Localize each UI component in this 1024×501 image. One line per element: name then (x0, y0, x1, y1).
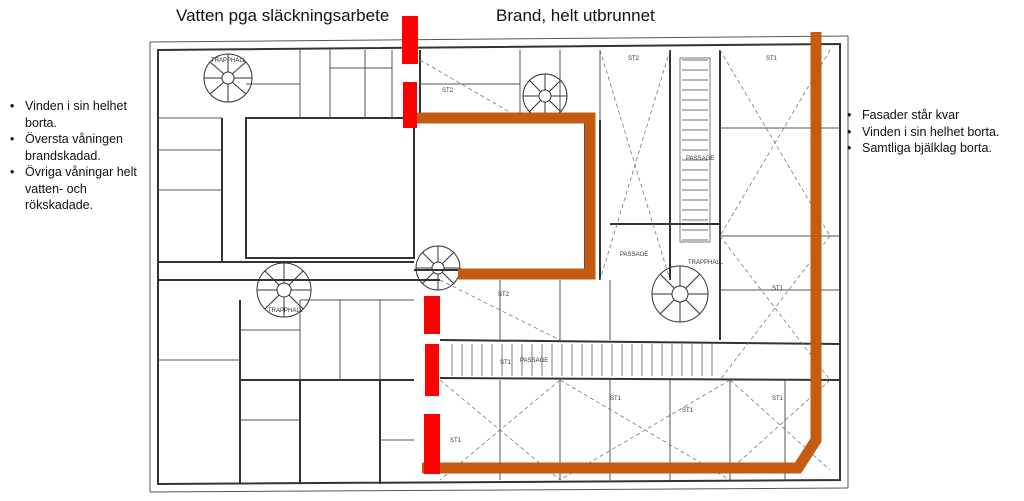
plan-label-st2: ST2 (628, 56, 640, 62)
water-boundary-mark (402, 16, 418, 64)
note-item: Vinden i sin helhet borta. (8, 98, 153, 131)
plan-label-trapphall: TRAPPHALL (268, 308, 304, 314)
plan-label-st1: ST1 (772, 396, 784, 402)
water-boundary-mark (424, 414, 440, 474)
plan-label-st1: ST1 (766, 56, 778, 62)
plan-label-st1: ST1 (772, 286, 784, 292)
stair-courtyard (415, 245, 461, 291)
plan-label-st1: ST1 (500, 360, 512, 366)
note-item: Övriga våningar helt vatten- och rökskad… (8, 164, 153, 214)
courtyard-wall (245, 117, 415, 259)
note-item: Vinden i sin helhet borta. (845, 124, 1023, 141)
plan-label-st1: ST1 (450, 438, 462, 444)
plan-label-passage: PASSAGE (686, 156, 714, 162)
building-outline (157, 42, 841, 486)
stair-north (522, 73, 568, 119)
fire-damage-heading: Brand, helt utbrunnet (496, 6, 655, 25)
plan-label-st1: ST1 (610, 396, 622, 402)
note-item: Översta våningen brandskadad. (8, 131, 153, 164)
plan-label-st1: ST1 (682, 408, 694, 414)
stair-northwest (203, 53, 253, 103)
stair-west (256, 262, 312, 318)
water-boundary-mark (403, 82, 417, 128)
note-item: Fasader står kvar (845, 107, 1023, 124)
fire-boundary-line (408, 32, 822, 474)
water-boundary-mark (425, 344, 439, 396)
stair-east (651, 265, 709, 323)
water-damage-heading: Vatten pga släckningsarbete (176, 6, 390, 25)
plan-label-passage: PASSAGE (520, 358, 548, 364)
courtyard-wall-east (414, 117, 586, 271)
plan-label-passage: PASSAGE (620, 252, 648, 258)
note-item: Samtliga bjälklag borta. (845, 140, 1023, 157)
plan-label-st2: ST2 (498, 292, 510, 298)
notes-left: Vinden i sin helhet borta. Översta vånin… (8, 98, 153, 214)
water-boundary-mark (424, 296, 440, 334)
plan-label-trapphall: TRAPPHALL (211, 58, 247, 64)
plan-label-st2: ST2 (442, 88, 454, 94)
plan-label-trapphall: TRAPPHALL (688, 260, 724, 266)
notes-right: Fasader står kvar Vinden i sin helhet bo… (845, 107, 1023, 157)
